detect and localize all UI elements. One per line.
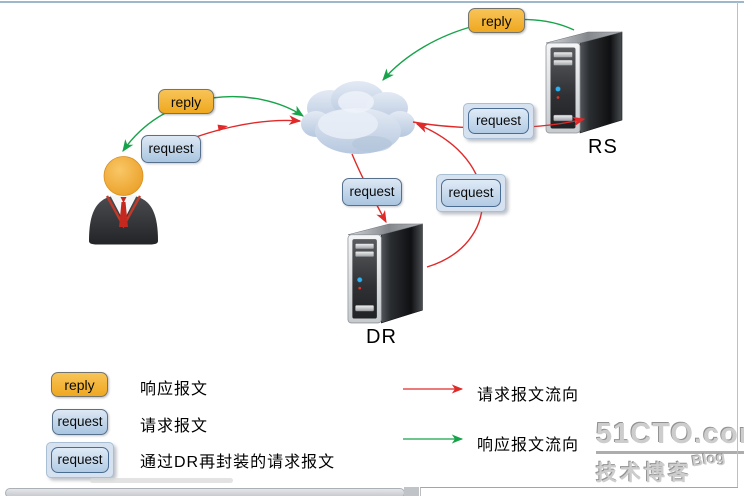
watermark-brand: 51CTO.com <box>596 418 744 454</box>
rs-label: RS <box>588 136 618 158</box>
request-midpath-arrowhead <box>217 124 228 132</box>
reply-badge-left-label: reply <box>170 93 202 110</box>
request-encap-badge-to-rs-inner: request <box>468 108 529 134</box>
request-encap-badge-from-dr-inner: request <box>441 179 501 207</box>
watermark-blog-badge: Blog <box>690 448 727 471</box>
top-border <box>0 1 744 3</box>
request-encap-badge-from-dr: request <box>436 174 506 212</box>
legend-request-encap-badge-label: request <box>57 452 103 468</box>
watermark-tagline: 技术博客 <box>596 462 692 485</box>
legend-request-encap-badge-inner: request <box>51 447 109 473</box>
cloud-icon <box>301 81 415 154</box>
scrollbar-shadow <box>90 478 233 483</box>
request-encap-badge-to-rs: request <box>463 103 534 139</box>
server-rs-icon <box>545 31 623 134</box>
reply-badge-left: reply <box>158 89 214 114</box>
scrollbar-corner[interactable] <box>404 487 419 496</box>
request-encap-badge-to-rs-label: request <box>475 113 522 129</box>
legend-request-encap-label: 通过DR再封装的请求报文 <box>140 454 336 471</box>
server-dr-icon <box>347 223 423 324</box>
right-border <box>737 2 738 496</box>
request-badge-user-label: request <box>148 141 194 157</box>
request-badge-cloud-to-dr: request <box>342 178 402 206</box>
legend-request-flow-label: 请求报文流向 <box>477 387 580 404</box>
request-encap-badge-from-dr-label: request <box>448 185 494 201</box>
request-badge-user: request <box>141 135 201 163</box>
scrollbar-thumb[interactable] <box>5 488 405 496</box>
legend-request-encap-badge: request <box>46 442 114 478</box>
user-icon <box>89 156 158 245</box>
dr-label: DR <box>366 326 397 348</box>
reply-badge-top-label: reply <box>481 12 512 29</box>
request-badge-cloud-to-dr-label: request <box>349 184 395 200</box>
legend-request-badge-label: request <box>57 414 103 430</box>
legend-reply-badge: reply <box>51 372 108 397</box>
reply-badge-top: reply <box>468 8 525 33</box>
legend-reply-label: 响应报文 <box>140 381 209 398</box>
scrollbar-right-panel <box>420 487 738 496</box>
legend-request-badge: request <box>52 409 108 435</box>
watermark: 51CTO.com 技术博客 Blog <box>596 418 744 487</box>
legend-request-label: 请求报文 <box>140 418 209 435</box>
legend-reply-flow-label: 响应报文流向 <box>477 437 580 454</box>
legend-reply-badge-label: reply <box>64 376 95 393</box>
